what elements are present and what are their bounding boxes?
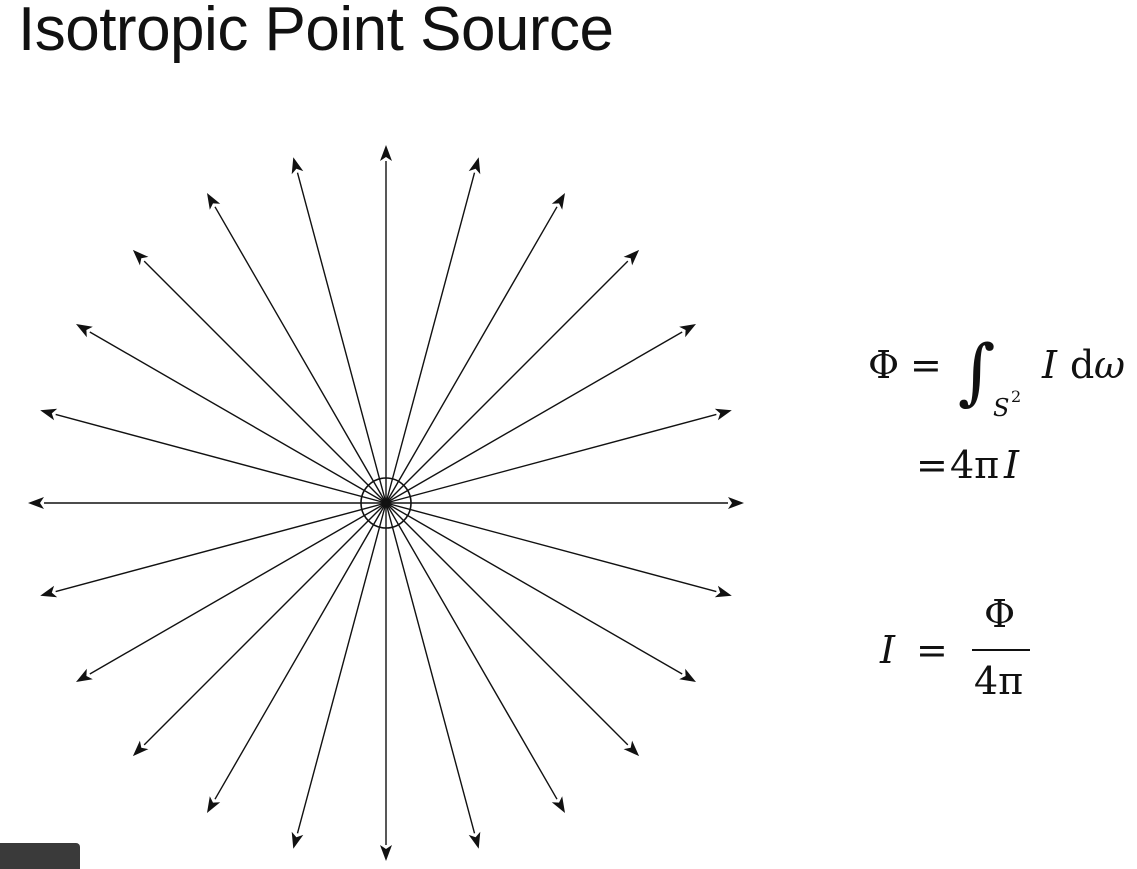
flux-result: = 4π I xyxy=(916,443,1020,487)
ray-arrowhead xyxy=(291,831,304,849)
ray-arrowhead xyxy=(623,740,640,757)
intensity-lhs: I xyxy=(879,628,896,672)
ray-line xyxy=(385,502,629,746)
integral-domain: S xyxy=(993,394,1009,422)
ray-line xyxy=(214,502,387,800)
solid-angle-symbol: ω xyxy=(1094,343,1125,387)
ray-line xyxy=(385,331,683,504)
ray-line xyxy=(55,413,387,504)
ray-line xyxy=(143,260,387,504)
fraction-denominator: 4π xyxy=(974,659,1023,703)
ray-arrowhead xyxy=(132,249,149,266)
differential-d: d xyxy=(1070,343,1094,387)
ray-arrowhead xyxy=(207,193,221,210)
ray-line xyxy=(385,206,558,504)
ray-arrowhead xyxy=(76,668,93,682)
intensity-equation: I = Φ 4π xyxy=(879,592,1030,703)
ray-arrowhead xyxy=(714,585,732,598)
result-intensity: I xyxy=(1003,443,1020,487)
result-equals: = xyxy=(916,443,948,487)
ray-line xyxy=(89,502,387,675)
ray-line xyxy=(55,502,387,593)
result-four-pi: 4π xyxy=(950,443,999,487)
ray-line xyxy=(385,413,717,504)
ray-arrowhead xyxy=(551,796,565,813)
ray-arrowhead xyxy=(207,796,221,813)
ray-arrowhead xyxy=(40,585,58,598)
ray-arrowhead xyxy=(380,145,392,161)
ray-arrowhead xyxy=(468,831,481,849)
ray-arrowhead xyxy=(468,157,481,175)
slide-title: Isotropic Point Source xyxy=(18,0,614,64)
ray-arrowhead xyxy=(28,497,44,509)
ray-arrowhead xyxy=(551,193,565,210)
flux-symbol: Φ xyxy=(868,343,899,387)
ray-line xyxy=(385,502,717,593)
ray-line xyxy=(143,502,387,746)
source-point xyxy=(383,500,389,506)
integral-domain-exponent: 2 xyxy=(1011,387,1021,406)
ray-line xyxy=(385,260,629,504)
equals-sign: = xyxy=(910,343,942,387)
ray-arrowhead xyxy=(714,408,732,421)
intensity-symbol: I xyxy=(1041,343,1058,387)
ray-line xyxy=(385,502,476,834)
source-circle xyxy=(360,477,412,529)
ray-arrowhead xyxy=(623,249,640,266)
video-corner-overlay xyxy=(0,843,80,869)
flux-equation: Φ = ∫ S 2 I d ω xyxy=(868,329,1125,422)
ray-line xyxy=(385,502,558,800)
ray-arrowhead xyxy=(728,497,744,509)
ray-line xyxy=(385,502,683,675)
rays-group xyxy=(28,145,744,861)
ray-arrowhead xyxy=(76,324,93,338)
fraction-numerator: Φ xyxy=(984,592,1015,636)
ray-line xyxy=(89,331,387,504)
ray-arrowhead xyxy=(40,408,58,421)
ray-arrowhead xyxy=(380,845,392,861)
integral-sign: ∫ xyxy=(958,329,996,413)
ray-arrowhead xyxy=(679,668,696,682)
intensity-equals: = xyxy=(916,628,948,672)
ray-arrowhead xyxy=(132,740,149,757)
ray-line xyxy=(296,502,387,834)
ray-arrowhead xyxy=(291,157,304,175)
ray-arrowhead xyxy=(679,324,696,338)
ray-line xyxy=(385,172,476,504)
ray-line xyxy=(214,206,387,504)
ray-line xyxy=(296,172,387,504)
